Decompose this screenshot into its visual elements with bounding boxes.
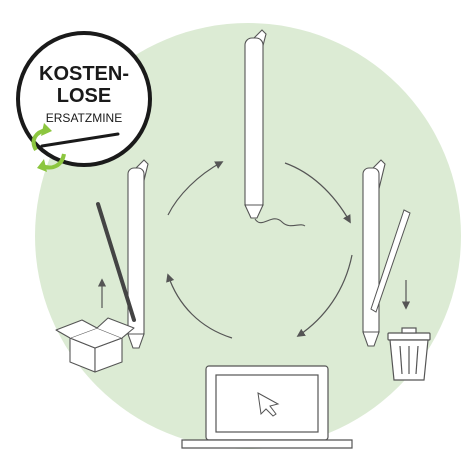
badge-line1: KOSTEN- xyxy=(39,63,129,85)
trash-icon xyxy=(388,328,430,380)
badge-line2: LOSE xyxy=(57,85,111,107)
badge-line3: ERSATZMINE xyxy=(46,111,122,125)
